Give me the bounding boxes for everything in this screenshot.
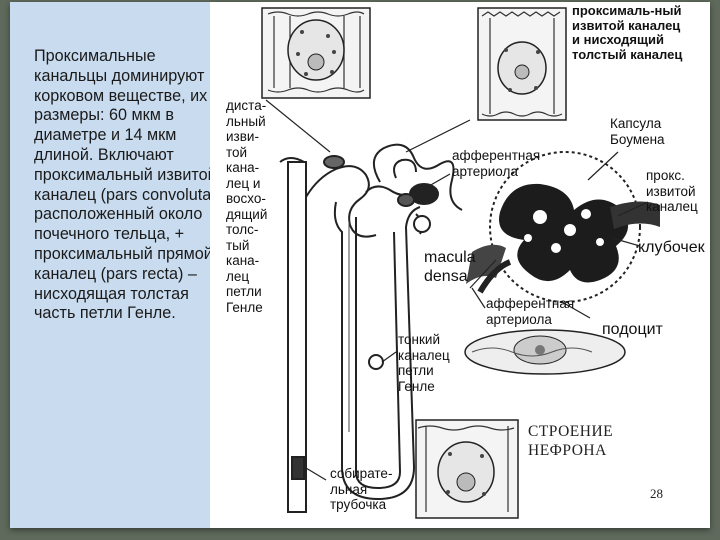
label-macula-densa: macula densa	[424, 248, 476, 286]
label-proximal-convoluted-and-descending: проксималь-ный извитой каналец и нисходя…	[572, 4, 682, 62]
label-distal-tubule: диста- льный изви- той кана- лец и восхо…	[226, 98, 267, 315]
cell-micrograph-top-right	[478, 8, 566, 120]
cell-micrograph-bottom	[416, 420, 518, 518]
nephron-diagram: проксималь-ный извитой каналец и нисходя…	[210, 2, 710, 528]
page-number: 28	[650, 486, 663, 502]
label-collecting-duct: собирате- льная трубочка	[330, 466, 392, 513]
label-bowman-capsule: Капсула Боумена	[610, 116, 665, 147]
podocyte-micrograph	[465, 330, 625, 374]
label-proximal-tubule: прокс. извитой каналец	[646, 168, 698, 215]
cell-micrograph-top-left	[262, 8, 370, 98]
diagram-title: СТРОЕНИЕ НЕФРОНА	[528, 422, 613, 460]
label-glomerulus: клубочек	[638, 238, 705, 257]
description-text: Проксимальные канальцы доминируют в корк…	[34, 47, 224, 324]
label-afferent-arteriole-bottom: афферентная артериола	[486, 296, 574, 327]
label-afferent-arteriole-top: афферентная артериола	[452, 148, 540, 179]
label-thin-limb: тонкий каналец петли Генле	[398, 332, 450, 394]
label-podocyte: подоцит	[602, 320, 663, 339]
